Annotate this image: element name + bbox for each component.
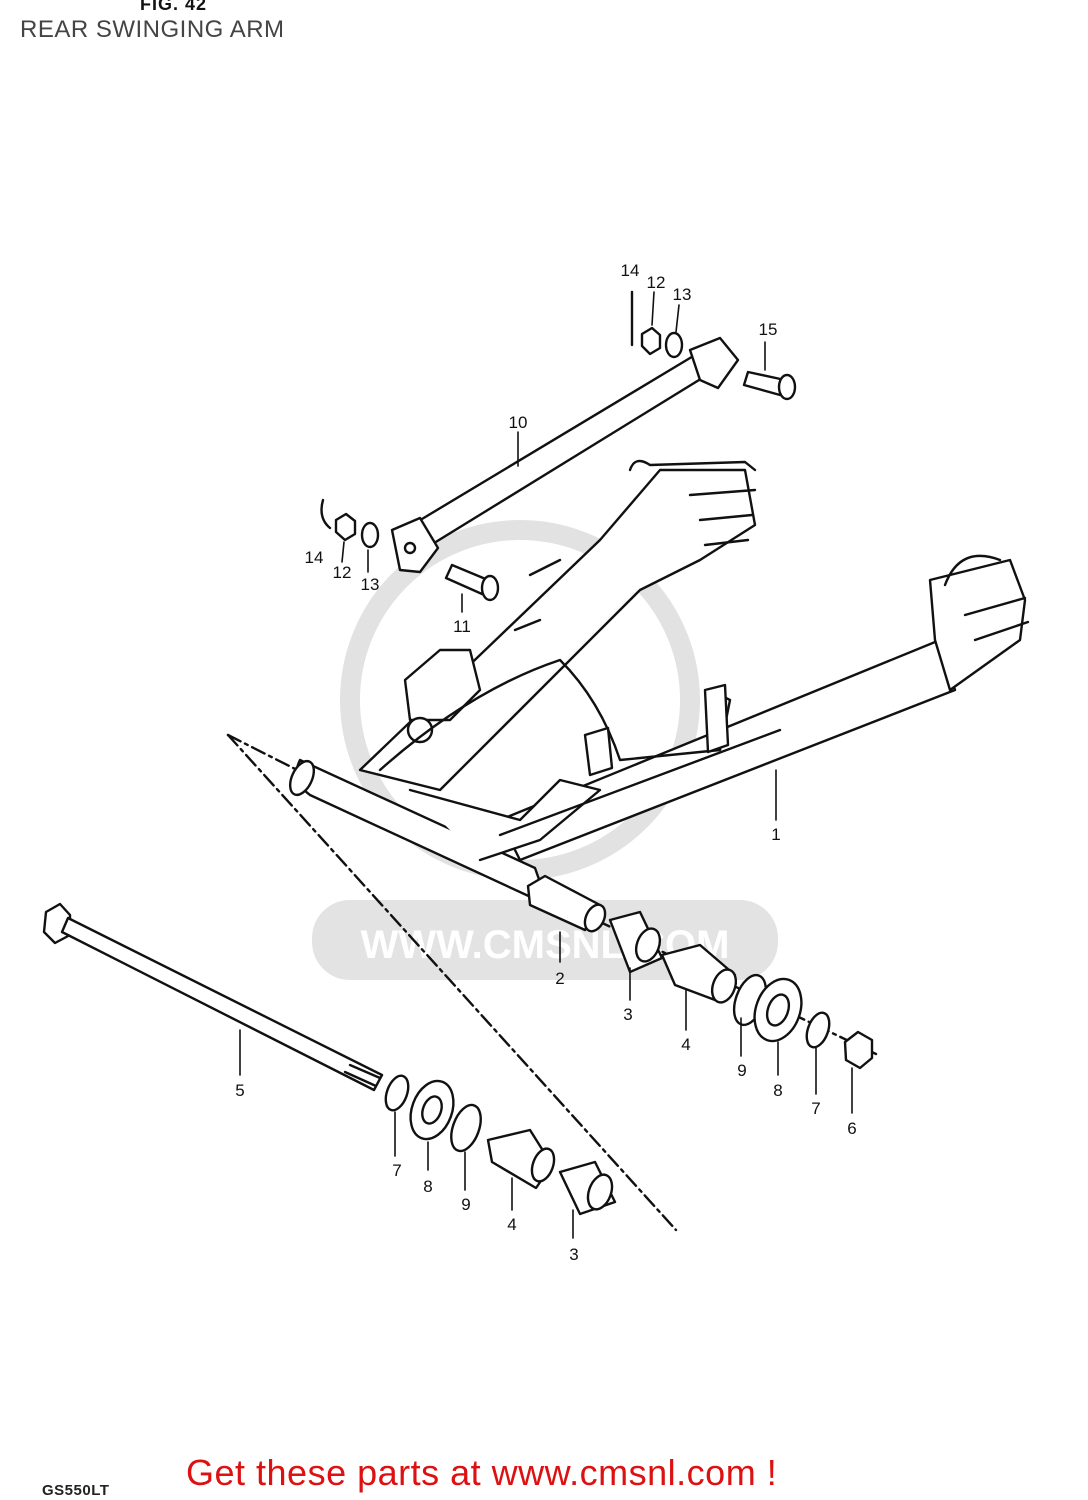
part-3-bearing-left xyxy=(558,1160,617,1216)
part-4-spacer-left xyxy=(486,1128,556,1190)
callout-10: 10 xyxy=(509,413,528,432)
part-7-washer-right xyxy=(805,1011,831,1049)
callout-3-left: 3 xyxy=(569,1245,578,1264)
callout-13: 13 xyxy=(673,285,692,304)
page-title: REAR SWINGING ARM xyxy=(20,16,285,43)
part-13-washer-lower xyxy=(360,521,380,549)
callout-15: 15 xyxy=(759,320,778,339)
part-8-seal-left xyxy=(409,1079,455,1141)
part-8-seal-right xyxy=(753,977,803,1043)
part-4-spacer-right xyxy=(660,943,738,1004)
part-11-bolt xyxy=(444,563,500,602)
callout-3: 3 xyxy=(623,1005,632,1024)
part-10-torque-link xyxy=(390,336,740,574)
part-7-washer-left xyxy=(384,1074,410,1112)
part-13-washer-upper xyxy=(664,331,684,359)
model-code: GS550LT xyxy=(42,1482,110,1499)
callout-2: 2 xyxy=(555,969,564,988)
callout-8: 8 xyxy=(773,1081,782,1100)
callout-14: 14 xyxy=(621,261,640,280)
callout-9-left: 9 xyxy=(461,1195,470,1214)
callout-6: 6 xyxy=(847,1119,856,1138)
callout-4: 4 xyxy=(681,1035,690,1054)
part-9-washer-left xyxy=(450,1103,482,1153)
callout-4-left: 4 xyxy=(507,1215,516,1234)
callout-12: 12 xyxy=(647,273,666,292)
part-14-cotter-pin-lower xyxy=(320,498,332,530)
get-parts-link[interactable]: Get these parts at www.cmsnl.com ! xyxy=(186,1452,778,1493)
part-15-bolt xyxy=(742,370,797,401)
callout-5: 5 xyxy=(235,1081,244,1100)
watermark-banner xyxy=(312,900,778,980)
callout-9: 9 xyxy=(737,1061,746,1080)
callout-12-lower: 12 xyxy=(333,563,352,582)
part-12-nut-lower xyxy=(334,512,357,542)
callout-11: 11 xyxy=(453,617,471,636)
callouts: 1 2 3 4 9 8 7 6 5 7 8 9 4 3 10 11 15 14 … xyxy=(235,261,856,1264)
swinging-arm-crossmember xyxy=(378,658,732,772)
part-5-pivot-bolt xyxy=(42,902,384,1092)
callout-7-left: 7 xyxy=(392,1161,401,1180)
callout-7: 7 xyxy=(811,1099,820,1118)
callout-8-left: 8 xyxy=(423,1177,432,1196)
part-2-bushing xyxy=(526,874,607,933)
part-6-nut xyxy=(843,1030,874,1070)
watermark: WWW.CMSNL.COM xyxy=(312,520,778,980)
callout-1: 1 xyxy=(771,825,780,844)
swinging-arm xyxy=(288,459,1030,907)
axis-line-lower xyxy=(226,733,678,1232)
callout-14-lower: 14 xyxy=(305,548,324,567)
callout-13-lower: 13 xyxy=(361,575,380,594)
leader-lines xyxy=(239,291,853,1239)
figure-number: FIG. 42 xyxy=(140,0,208,14)
part-12-nut-upper xyxy=(640,326,662,356)
